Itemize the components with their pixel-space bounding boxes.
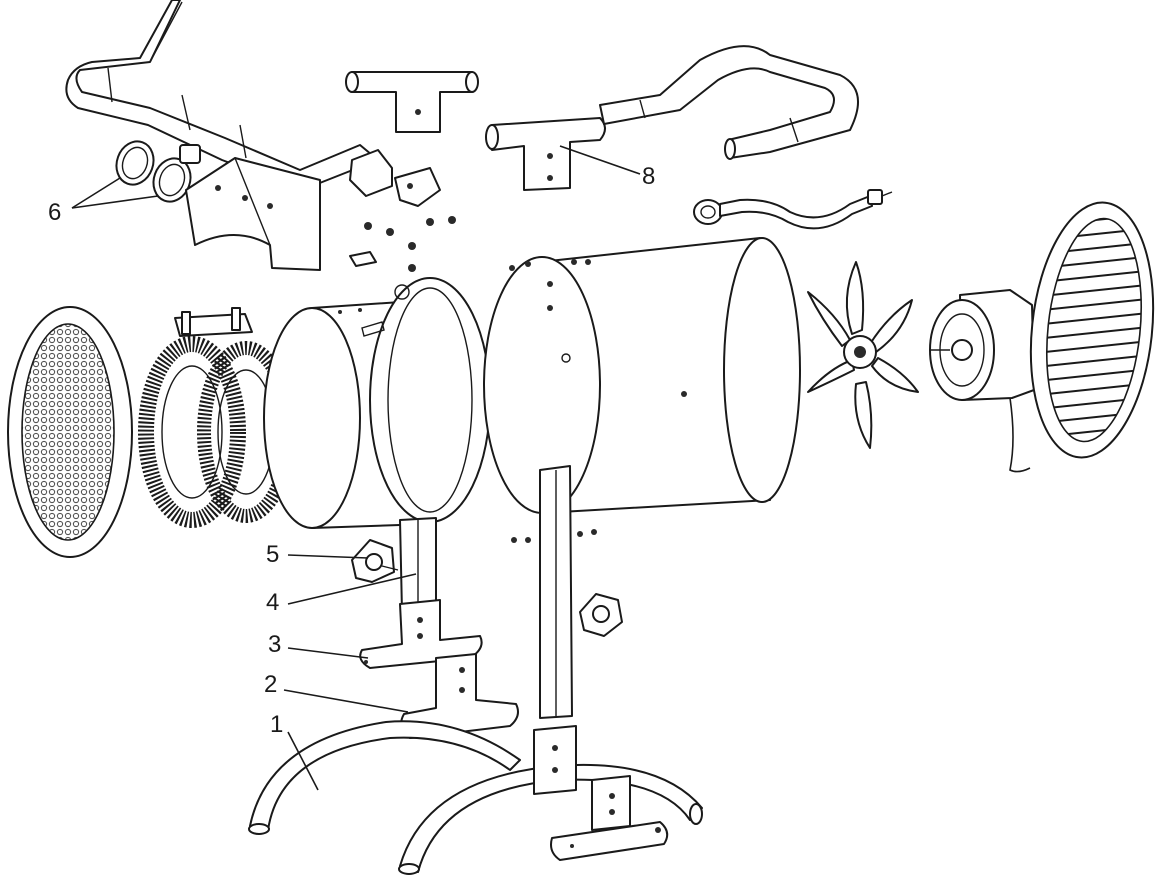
base-bracket-rear xyxy=(533,725,669,861)
foot-bracket-2 xyxy=(400,653,519,739)
knob-pair xyxy=(115,140,201,203)
power-cord xyxy=(693,189,893,230)
stand-leg-right xyxy=(511,465,597,719)
t-connector-top xyxy=(345,71,479,133)
callout-2: 2 xyxy=(264,671,277,698)
base-arc-rear xyxy=(398,763,703,875)
callout-4: 4 xyxy=(266,589,279,616)
fan-blade xyxy=(807,261,919,449)
switch-assembly xyxy=(349,149,441,207)
fan-motor xyxy=(929,289,1035,473)
screw-set xyxy=(349,216,456,272)
callout-1: 1 xyxy=(270,711,283,738)
front-mesh-guard xyxy=(7,306,133,558)
rear-grille xyxy=(1029,201,1155,459)
locking-knob-left xyxy=(351,539,399,583)
outer-housing xyxy=(483,237,801,514)
callout-6: 6 xyxy=(48,199,61,226)
carry-handle-right xyxy=(599,45,859,160)
callout-5: 5 xyxy=(266,541,279,568)
leader-5 xyxy=(287,554,369,559)
leader-6b xyxy=(71,195,159,209)
leader-6a xyxy=(71,177,121,209)
leader-4 xyxy=(287,573,417,605)
callout-8: 8 xyxy=(642,163,655,190)
leader-8 xyxy=(559,145,641,175)
callout-3: 3 xyxy=(268,631,281,658)
locking-knob-right xyxy=(579,593,623,637)
base-arc-front xyxy=(248,720,521,835)
inner-cylinder xyxy=(263,277,491,529)
leader-1 xyxy=(287,731,319,791)
leader-2 xyxy=(283,689,409,713)
control-box-cover xyxy=(185,157,321,271)
carry-handle-left xyxy=(65,0,379,191)
t-connector-right xyxy=(485,117,606,191)
stand-leg-left xyxy=(399,517,437,613)
leader-3 xyxy=(287,647,369,659)
